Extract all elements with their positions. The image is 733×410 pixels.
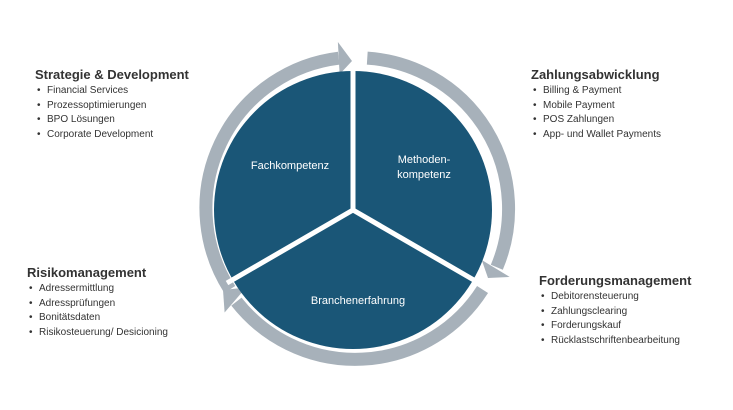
arrow-ring xyxy=(199,42,516,366)
list-item: Mobile Payment xyxy=(531,99,661,114)
list-item: Financial Services xyxy=(35,84,189,99)
label-branchenerfahrung: Branchenerfahrung xyxy=(311,295,405,307)
list-item: Prozessoptimierungen xyxy=(35,99,189,114)
arrowhead-right xyxy=(481,259,510,278)
block-title: Zahlungsabwicklung xyxy=(531,67,660,82)
list-item: Debitorensteuerung xyxy=(539,290,691,305)
list-item: Adressprüfungen xyxy=(27,297,168,312)
list-item: Forderungskauf xyxy=(539,319,691,334)
block-title: Risikomanagement xyxy=(27,265,147,280)
bullet-list: Financial Services Prozessoptimierungen … xyxy=(35,84,189,142)
divider-right xyxy=(351,207,481,286)
list-item: Billing & Payment xyxy=(531,84,661,99)
block-title: Strategie & Development xyxy=(35,67,189,82)
block-strategie-development: Strategie & Development Financial Servic… xyxy=(35,67,189,142)
list-item: Zahlungsclearing xyxy=(539,305,691,320)
list-item: App- und Wallet Payments xyxy=(531,128,661,143)
list-item: Adressermittlung xyxy=(27,282,168,297)
arrow-top xyxy=(199,51,340,293)
list-item: POS Zahlungen xyxy=(531,113,661,128)
label-methodenkompetenz-line1: Methoden- xyxy=(398,154,451,166)
list-item: Rücklastschriftenbearbeitung xyxy=(539,334,691,349)
label-fachkompetenz: Fachkompetenz xyxy=(251,160,329,172)
arrow-right xyxy=(366,51,516,270)
divider-left xyxy=(225,207,355,286)
arrowhead-top xyxy=(337,42,352,75)
bullet-list: Billing & Payment Mobile Payment POS Zah… xyxy=(531,84,661,142)
segment-disc xyxy=(214,65,492,349)
list-item: BPO Lösungen xyxy=(35,113,189,128)
bullet-list: Debitorensteuerung Zahlungsclearing Ford… xyxy=(539,290,691,348)
arrowhead-bottom xyxy=(223,287,247,313)
arrow-bottom xyxy=(231,285,489,366)
block-zahlungsabwicklung: Zahlungsabwicklung Billing & Payment Mob… xyxy=(531,67,661,142)
block-title: Forderungsmanagement xyxy=(539,273,692,288)
bullet-list: Adressermittlung Adressprüfungen Bonität… xyxy=(27,282,168,340)
list-item: Corporate Development xyxy=(35,128,189,143)
list-item: Risikosteuerung/ Desicioning xyxy=(27,326,168,341)
block-risikomanagement: Risikomanagement Adressermittlung Adress… xyxy=(27,265,168,340)
label-methodenkompetenz-line2: kompetenz xyxy=(397,169,451,181)
list-item: Bonitätsdaten xyxy=(27,311,168,326)
block-forderungsmanagement: Forderungsmanagement Debitorensteuerung … xyxy=(539,273,691,348)
